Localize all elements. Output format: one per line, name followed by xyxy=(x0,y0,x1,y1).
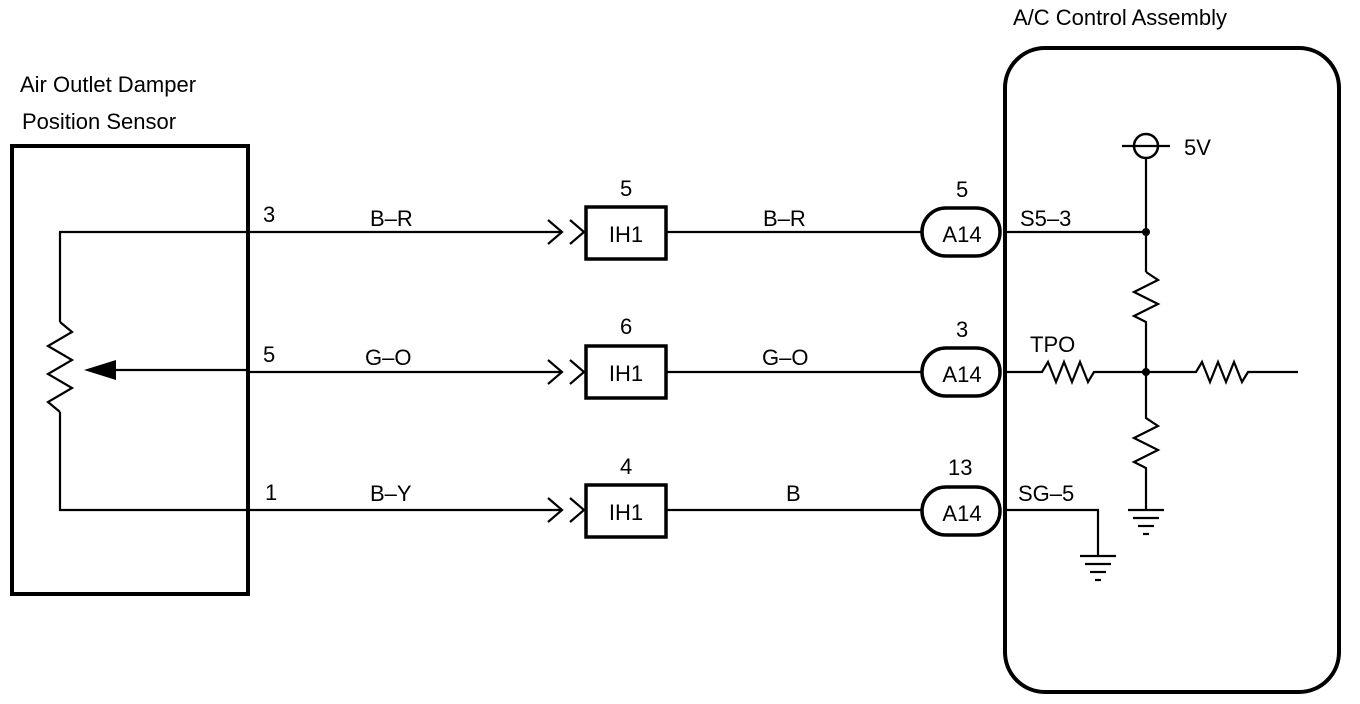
internal-circuit: 5V xyxy=(1122,132,1298,536)
ih1-label: IH1 xyxy=(609,222,643,247)
terminal-label: S5–3 xyxy=(1020,206,1071,231)
ih1-connector xyxy=(584,483,668,539)
supply-5v-icon xyxy=(1122,132,1170,160)
wire-color-label: G–O xyxy=(365,345,411,370)
a14-pin-label: 5 xyxy=(956,177,968,202)
ih1-connector xyxy=(584,344,668,400)
a14-label: A14 xyxy=(942,222,981,247)
wire-color-label: B–R xyxy=(763,206,806,231)
terminal-label: SG–5 xyxy=(1018,481,1074,506)
ih1-pin-label: 6 xyxy=(620,314,632,339)
sensor-title-line2: Position Sensor xyxy=(22,109,176,134)
sensor-pin-label: 1 xyxy=(265,480,277,505)
a14-label: A14 xyxy=(942,362,981,387)
ih1-label: IH1 xyxy=(609,361,643,386)
wire-color-label: B–R xyxy=(370,206,413,231)
wire-color-label: G–O xyxy=(762,345,808,370)
junction-dot xyxy=(1142,228,1150,236)
a14-label: A14 xyxy=(942,501,981,526)
potentiometer xyxy=(45,230,248,512)
control-title: A/C Control Assembly xyxy=(1013,5,1227,30)
ih1-pin-label: 4 xyxy=(620,454,632,479)
supply-label: 5V xyxy=(1184,135,1211,160)
ground-icon xyxy=(1080,554,1116,582)
ground-icon xyxy=(1128,508,1164,536)
sensor-title-line1: Air Outlet Damper xyxy=(20,72,196,97)
a14-connector xyxy=(920,346,1002,398)
a14-connector xyxy=(920,485,1002,537)
a14-pin-label: 13 xyxy=(948,455,972,480)
ih1-pin-label: 5 xyxy=(620,176,632,201)
sensor-pin-label: 5 xyxy=(263,342,275,367)
wire-color-label: B xyxy=(786,481,801,506)
circuit-row-3: 1 B–Y 4 IH1 B 13 A14 SG–5 xyxy=(248,454,1116,582)
wire-color-label: B–Y xyxy=(370,481,412,506)
circuit-row-2: 5 G–O 6 IH1 G–O 3 A14 TPO xyxy=(248,314,1146,400)
a14-pin-label: 3 xyxy=(956,317,968,342)
sensor-pin-label: 3 xyxy=(263,202,275,227)
circuit-row-1: 3 B–R 5 IH1 B–R 5 A14 S5–3 xyxy=(248,176,1146,261)
a14-connector xyxy=(920,206,1002,258)
ih1-label: IH1 xyxy=(609,500,643,525)
terminal-label: TPO xyxy=(1030,332,1075,357)
ih1-connector xyxy=(584,205,668,261)
wiper-arrow-icon xyxy=(84,360,116,380)
control-box xyxy=(1003,46,1341,694)
